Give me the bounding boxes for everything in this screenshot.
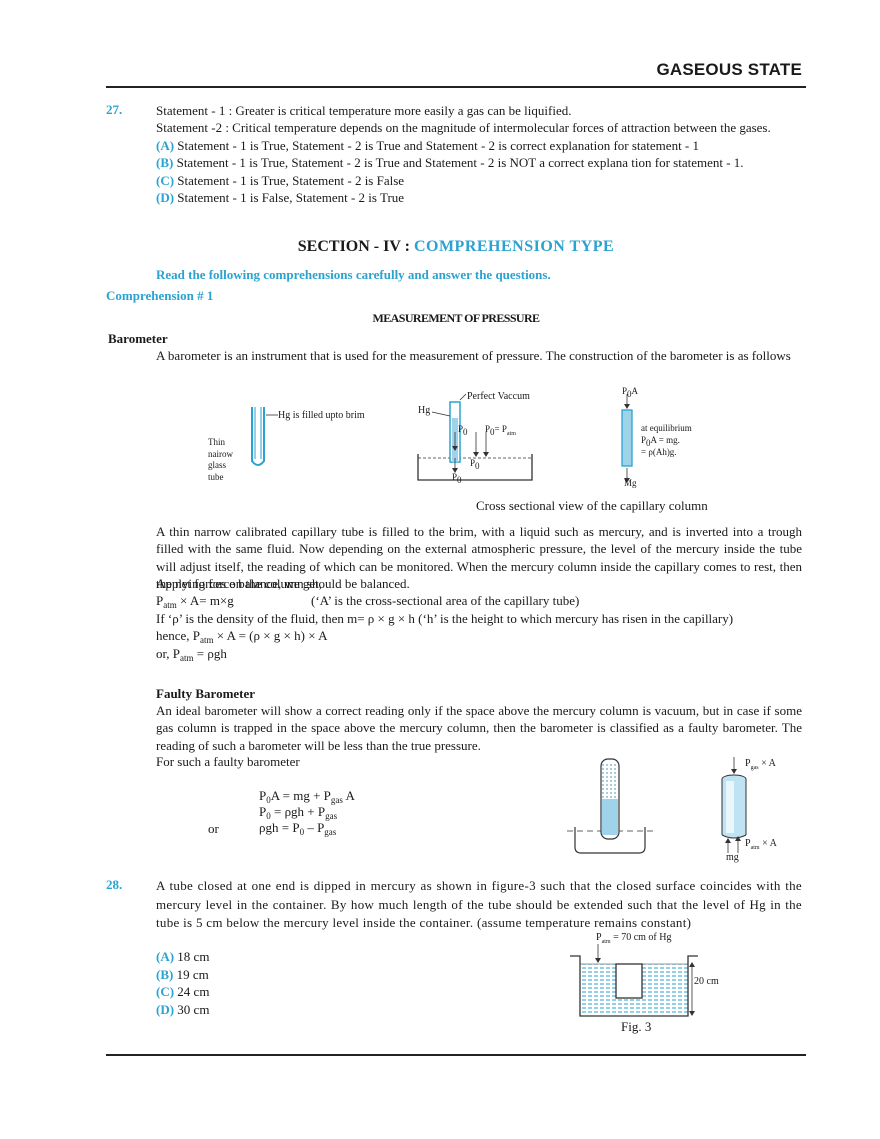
fig2-p0-patm-label: P0= Patm: [485, 424, 516, 437]
fig3-height-label: 20 cm: [694, 976, 719, 987]
faulty-paragraph: An ideal barometer will show a correct r…: [156, 703, 802, 753]
faulty-heading: Faulty Barometer: [156, 686, 256, 701]
fig1-hg-label: Hg is filled upto brim: [278, 410, 365, 421]
section-heading: SECTION - IV : COMPREHENSION TYPE: [297, 238, 615, 255]
force-balance-block: Applying force balance, we get, Patm × A…: [156, 576, 734, 663]
topic-title: MEASUREMENT OF PRESSURE: [372, 311, 541, 325]
fig2-p0-bottom-label: P0: [452, 472, 462, 485]
faulty-equations: P0A = mg + Pgas A P0 = ρgh + Pgas ρgh = …: [259, 788, 355, 837]
fig3-top-label: P0A: [622, 386, 639, 399]
q28-option-c: (C) 24 cm: [156, 984, 210, 1000]
thin-tube-figure: [251, 407, 278, 466]
figure-caption: Cross sectional view of the capillary co…: [476, 498, 708, 513]
q28-option-b: (B) 19 cm: [156, 966, 209, 982]
faulty-intro: For such a faulty barometer: [156, 754, 300, 769]
faulty-or: or: [208, 821, 219, 836]
faulty-barometer-figure: [567, 758, 653, 854]
instruction-text: Read the following comprehensions carefu…: [156, 267, 551, 282]
fig3-patm-label: Patm = 70 cm of Hg: [596, 932, 672, 945]
header-rule: [106, 86, 806, 88]
question-27-body: Statement - 1 : Greater is critical temp…: [156, 102, 802, 206]
question-28-number: 28.: [106, 877, 123, 892]
comprehension-label: Comprehension # 1: [106, 288, 214, 303]
q27-option-b: (B) Statement - 1 is True, Statement - 2…: [156, 155, 744, 171]
barometer-paragraph: A thin narrow calibrated capillary tube …: [156, 524, 802, 592]
q28-option-d: (D) 30 cm: [156, 1001, 210, 1017]
barometer-intro: A barometer is an instrument that is use…: [156, 348, 791, 363]
q27-statement-1: Statement - 1 : Greater is critical temp…: [156, 103, 572, 118]
question-27-number: 27.: [106, 102, 123, 117]
q27-option-d: (D) Statement - 1 is False, Statement - …: [156, 190, 405, 206]
cylinder-top-label: Pgas × A: [745, 758, 776, 771]
page-header-title: GASEOUS STATE: [656, 60, 802, 79]
fig3-caption: Fig. 3: [621, 1019, 652, 1034]
q28-option-a: (A) 18 cm: [156, 949, 210, 964]
barometer-heading: Barometer: [108, 331, 168, 346]
fig2-vacuum-label: Perfect Vaccum: [467, 391, 530, 402]
cylinder-bottom-label: Patm × A: [745, 838, 777, 851]
fig3-container-figure: [570, 944, 698, 1017]
fig2-p0-lower-label: P0: [470, 458, 480, 471]
inverted-tube-figure: [417, 393, 533, 481]
cylinder-figure: [721, 757, 747, 853]
q27-statement-2: Statement -2 : Critical temperature depe…: [156, 120, 771, 136]
q27-option-a: (A) Statement - 1 is True, Statement - 2…: [156, 137, 700, 153]
question-28-options: (A) 18 cm (B) 19 cm (C) 24 cm (D) 30 cm: [156, 948, 209, 1018]
fig1-thin-label: Thin nairow glass tube: [208, 437, 233, 482]
fig3-mg-label: Mg: [624, 478, 637, 488]
question-28-text: A tube closed at one end is dipped in me…: [156, 878, 802, 930]
fig2-p0-label: P0: [458, 424, 468, 437]
cross-section-figure: [621, 394, 633, 483]
footer-rule: [106, 1054, 806, 1056]
fig3-equilibrium-text: at equilibrium P0A = mg. = ρ(Ah)g.: [641, 423, 692, 457]
q27-option-c: (C) Statement - 1 is True, Statement - 2…: [156, 172, 405, 188]
cylinder-mg-label: mg: [726, 852, 739, 863]
fig2-hg-label: Hg: [418, 405, 431, 416]
